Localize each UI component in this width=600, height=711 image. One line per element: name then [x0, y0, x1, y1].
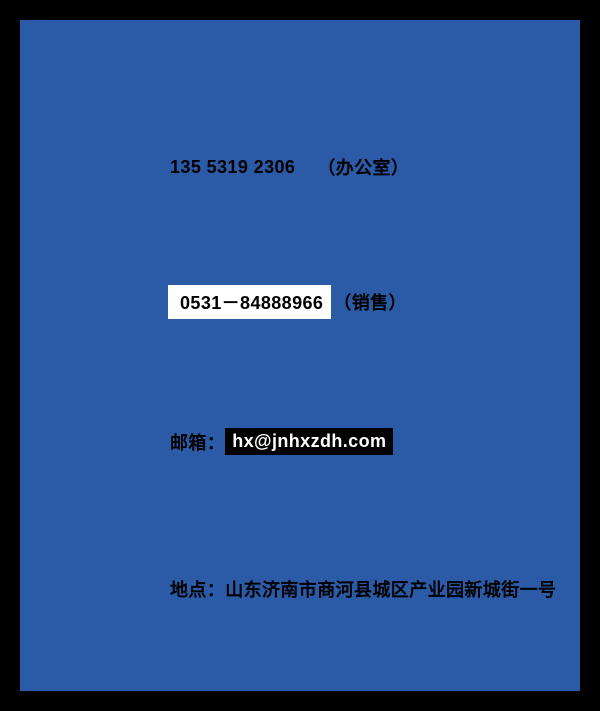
email-line: 邮箱： hx@jnhxzdh.com [170, 428, 394, 455]
email-label: 邮箱： [170, 432, 226, 453]
office-phone-number: 135 5319 2306 [170, 156, 296, 177]
office-phone-label: （办公室） [317, 158, 410, 178]
email-address: hx@jnhxzdh.com [225, 428, 394, 455]
office-phone-line: 135 5319 2306 （办公室） [170, 154, 409, 180]
address-line: 地点：山东济南市商河县城区产业园新城街一号 [170, 580, 557, 600]
contact-panel: 135 5319 2306 （办公室） 0531－84888966 （销售） 邮… [20, 20, 580, 691]
sales-phone-line: 0531－84888966 （销售） [168, 285, 407, 319]
sales-phone-label: （销售） [333, 293, 407, 313]
sales-phone-number: 0531－84888966 [168, 285, 332, 319]
